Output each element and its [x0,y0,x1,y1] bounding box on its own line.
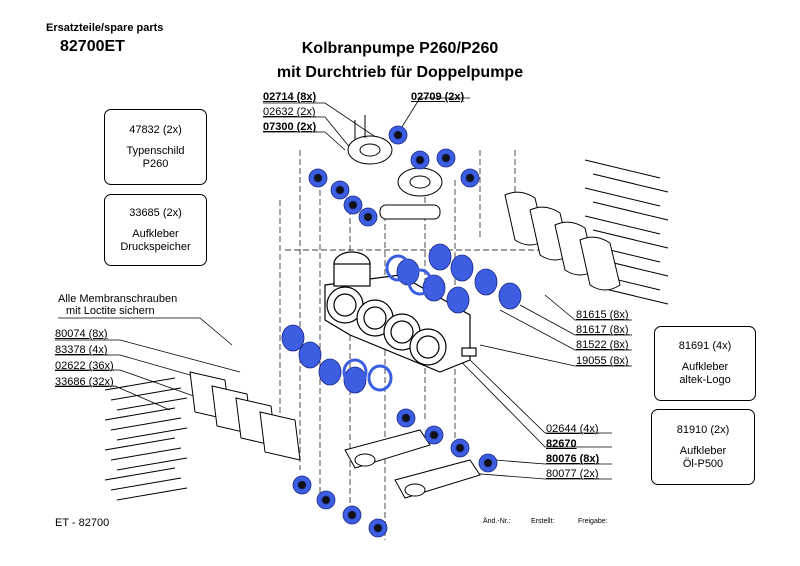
valve-core [401,413,411,423]
article-number: 82700ET [60,38,125,55]
bolt [104,467,176,481]
box-accumulator-sticker: 33685 (2x) Aufkleber Druckspeicher [104,194,207,266]
box-line2: altek-Logo [679,374,731,386]
valve-core [465,173,475,183]
box-oil-sticker: 81910 (2x) Aufkleber Öl-P500 [651,409,755,485]
box-line2: Druckspeicher [120,240,191,253]
diaphragm [343,366,367,394]
bolt [116,487,188,501]
diaphragm [428,243,452,271]
part-label-02644: 02644 (4x) [546,423,599,435]
bolt [104,377,176,391]
box-line1: Aufkleber [681,361,729,373]
valve-core [393,130,403,140]
box-line1: Aufkleber [679,444,727,457]
bolt [104,437,176,451]
bolt [584,159,661,179]
bolt [116,397,188,411]
part-label-19055: 19055 (8x) [576,355,629,367]
diaphragm [446,286,470,314]
part-label-02714: 02714 (8x) [263,91,317,103]
diaphragm [450,254,474,282]
bolt [592,173,669,193]
valve-core [321,495,331,505]
valve-core [297,480,307,490]
bolt [116,427,188,441]
loctite-note-line1: Alle Membranschrauben [58,293,178,305]
footer-approval: Freigabe: [578,518,608,525]
box-type-plate: 47832 (2x) Typenschild P260 [104,109,207,185]
valve-core [429,430,439,440]
valve-core [415,155,425,165]
o-ring [367,364,393,392]
valve-core [335,185,345,195]
box-line1: Typenschild [126,144,185,157]
bolt [110,447,182,461]
valve-core [347,510,357,520]
part-label-02622: 02622 (36x) [55,360,114,372]
diaphragm [298,341,322,369]
bolt [110,477,182,491]
part-label-33686: 33686 (32x) [55,376,114,388]
box-line2: Öl-P500 [682,457,724,470]
box-line2: P260 [142,157,169,170]
spare-parts-label: Ersatzteile/spare parts [46,22,164,34]
valve-core [441,153,451,163]
footer-change-number: Änd.-Nr.: [483,518,511,525]
diaphragm [422,274,446,302]
valve-core [455,443,465,453]
part-label-83378: 83378 (4x) [55,344,108,356]
part-label-02709: 02709 (2x) [411,91,465,103]
loctite-note-line2: mit Loctite sichern [66,305,155,317]
page-title: Kolbranpumpe P260/P260 [301,40,499,57]
bolt [110,387,182,401]
o-ring [342,358,368,386]
bolt [584,187,661,207]
diaphragm [498,282,522,310]
bolt [110,417,182,431]
valve-core [363,212,373,222]
box-logo-sticker: 81691 (4x) Aufkleber altek-Logo [654,326,756,401]
box-code: 33685 (2x) [129,206,182,219]
o-ring [385,254,411,282]
page-subtitle: mit Durchtrieb für Doppelpumpe [276,64,524,81]
part-label-02632: 02632 (2x) [263,106,316,118]
part-label-80076: 80076 (8x) [546,453,600,465]
bolt [104,407,176,421]
part-label-07300: 07300 (2x) [263,121,317,133]
footer-created: Erstellt: [531,518,555,525]
part-label-81522: 81522 (8x) [576,339,629,351]
box-code: 81910 (2x) [676,423,730,436]
part-label-81617: 81617 (8x) [576,324,629,336]
part-label-80077: 80077 (2x) [546,468,599,480]
box-line1: Aufkleber [132,227,179,240]
footer-et-number: ET - 82700 [55,517,110,529]
part-label-81615: 81615 (8x) [576,309,629,321]
part-label-82670: 82670 [546,438,577,450]
box-code: 47832 (2x) [129,123,182,136]
o-ring [407,268,433,296]
diaphragm [318,358,342,386]
diaphragm [281,324,305,352]
box-code: 81691 (4x) [678,340,732,352]
valve-core [483,458,493,468]
bolt [584,215,661,235]
bolt [592,229,669,249]
part-label-80074: 80074 (8x) [55,328,108,340]
bolt [592,201,669,221]
diaphragm [474,268,498,296]
valve-core [313,173,323,183]
valve-core [373,523,383,533]
bolt [116,457,188,471]
valve-core [348,200,358,210]
